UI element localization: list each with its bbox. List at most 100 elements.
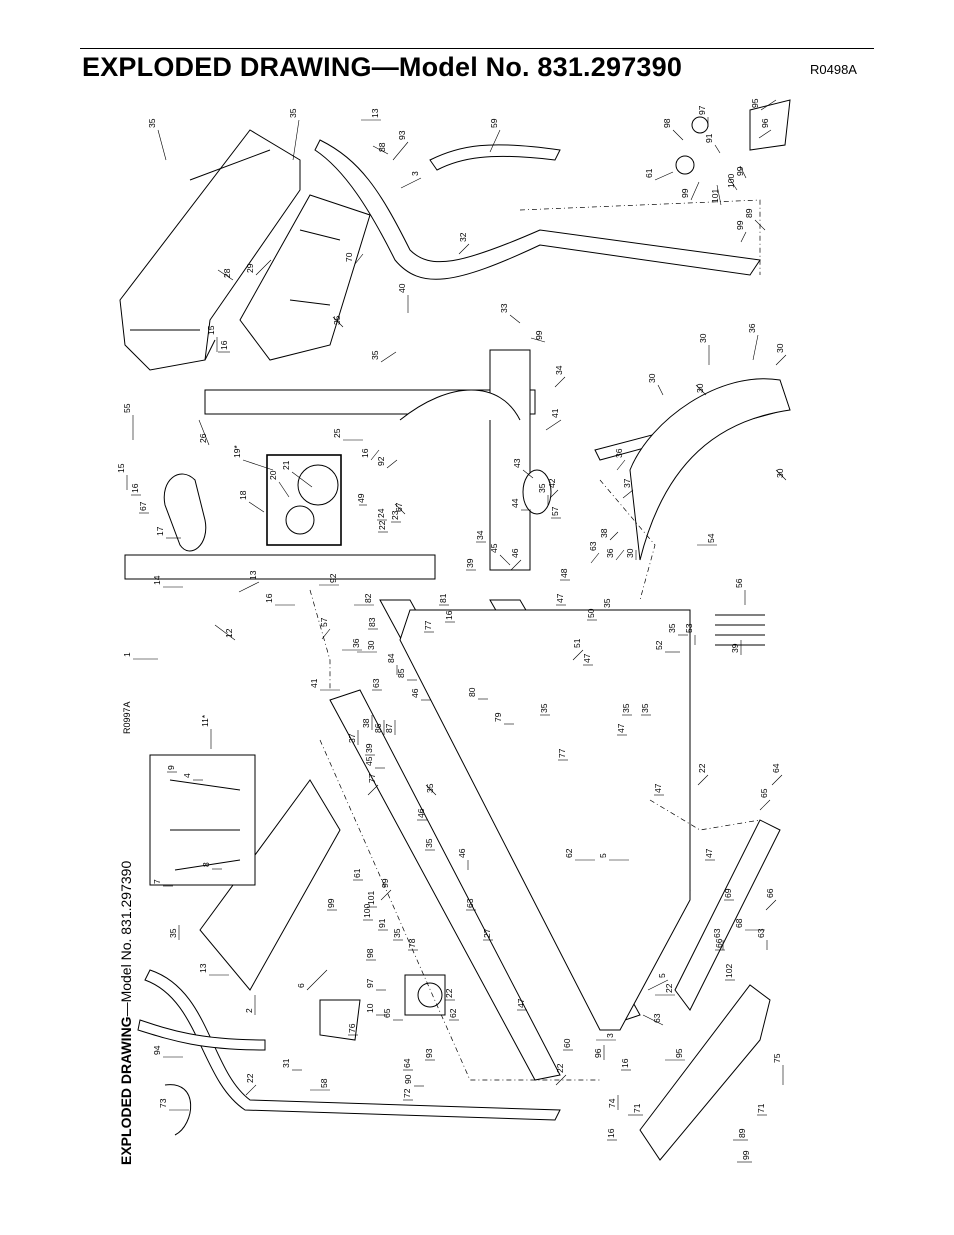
part-callout: 8: [201, 862, 211, 867]
part-callout: 6: [296, 983, 306, 988]
callout-leader: [217, 269, 234, 281]
incline-motor: [675, 99, 791, 175]
part-callout: 47: [704, 848, 714, 858]
part-callout: 35: [667, 623, 677, 633]
part-callout: 64: [771, 763, 781, 773]
part-callout: 48: [559, 568, 569, 578]
part-callout: 63: [712, 928, 722, 938]
part-callout: 65: [382, 1008, 392, 1018]
part-callout: 35: [621, 703, 631, 713]
callout-leader: [238, 581, 260, 593]
callout-leader: [332, 316, 344, 328]
part-callout: 30: [775, 468, 785, 478]
callout-leader: [370, 449, 380, 461]
part-callout: 5: [598, 853, 608, 858]
part-callout: 79: [493, 712, 503, 722]
part-callout: 30: [366, 640, 376, 650]
callout-leader: [695, 384, 707, 396]
part-callout: 14: [152, 575, 162, 585]
part-callout: 65: [759, 788, 769, 798]
callout-leader: [386, 459, 398, 469]
callout-leader: [509, 314, 521, 324]
part-callout: 3: [410, 171, 420, 176]
part-callout: 93: [424, 1048, 434, 1058]
part-callout: 28: [222, 268, 232, 278]
callout-leader: [306, 969, 328, 991]
part-callout: 99: [735, 220, 745, 230]
part-callout: 35: [424, 838, 434, 848]
part-callout: 10: [365, 1003, 375, 1013]
part-callout: 36: [605, 548, 615, 558]
part-callout: 76: [347, 1023, 357, 1033]
part-callout: 63: [371, 678, 381, 688]
part-callout: 63: [756, 928, 766, 938]
part-callout: 92: [328, 573, 338, 583]
part-callout: 56: [734, 578, 744, 588]
part-callout: 35: [332, 315, 342, 325]
callout-leader: [754, 219, 766, 231]
drawing-code: R0498A: [810, 62, 857, 77]
part-callout: 93: [397, 130, 407, 140]
part-callout: 30: [625, 548, 635, 558]
right-upright: [314, 139, 761, 280]
part-callout: 88: [377, 142, 387, 152]
part-callout: 22: [245, 1073, 255, 1083]
part-callout: 24: [376, 508, 386, 518]
part-callout: 22: [555, 1063, 565, 1073]
part-callout: 39: [364, 743, 374, 753]
callout-leader: [554, 376, 566, 388]
part-callout: 35: [288, 108, 298, 118]
part-callout: 16: [620, 1058, 630, 1068]
part-callout: 23: [390, 510, 400, 520]
callout-leader: [759, 799, 771, 811]
part-callout: 19*: [232, 445, 242, 458]
part-callout: 41: [309, 678, 319, 688]
part-callout: 82: [363, 593, 373, 603]
callout-leader: [654, 171, 674, 181]
part-callout: 77: [367, 773, 377, 783]
callout-leader: [425, 784, 437, 796]
part-callout: 30: [695, 383, 705, 393]
part-callout: 67: [138, 501, 148, 511]
part-callout: 69: [723, 888, 733, 898]
part-callout: 54: [706, 533, 716, 543]
part-callout: 45: [364, 756, 374, 766]
part-callout: 47: [516, 998, 526, 1008]
callout-leader: [499, 554, 511, 566]
part-callout: 89: [744, 208, 754, 218]
part-callout: 30: [775, 343, 785, 353]
part-callout: 22: [377, 520, 387, 530]
part-callout: 37: [622, 478, 632, 488]
part-callout: 25: [332, 428, 342, 438]
walking-belt-loop: [522, 469, 552, 515]
part-callout: 75: [772, 1053, 782, 1063]
part-callout: 47: [653, 783, 663, 793]
callout-leader: [255, 259, 272, 276]
part-callout: 22: [697, 763, 707, 773]
callout-leader: [392, 141, 409, 161]
part-callout: 21: [281, 460, 291, 470]
part-callout: 89: [737, 1128, 747, 1138]
callout-leader: [248, 501, 265, 513]
callout-leader: [716, 184, 722, 206]
part-callout: 16: [130, 483, 140, 493]
callout-leader: [609, 531, 619, 541]
base-frame: [639, 819, 781, 1161]
part-callout: 13: [248, 570, 258, 580]
part-callout: 26: [198, 433, 208, 443]
callout-leader: [214, 624, 236, 641]
part-callout: 46: [410, 688, 420, 698]
callout-leader: [555, 1074, 567, 1086]
part-callout: 44: [510, 498, 520, 508]
part-callout: 16: [360, 448, 370, 458]
part-callout: 71: [632, 1103, 642, 1113]
callout-leader: [615, 549, 625, 561]
part-callout: 90: [403, 1074, 413, 1084]
callout-leader: [545, 419, 562, 431]
part-callout: 67: [394, 502, 404, 512]
part-callout: 99: [534, 330, 544, 340]
part-callout: 95: [674, 1048, 684, 1058]
part-callout: 58: [319, 1078, 329, 1088]
callout-leader: [728, 177, 738, 191]
